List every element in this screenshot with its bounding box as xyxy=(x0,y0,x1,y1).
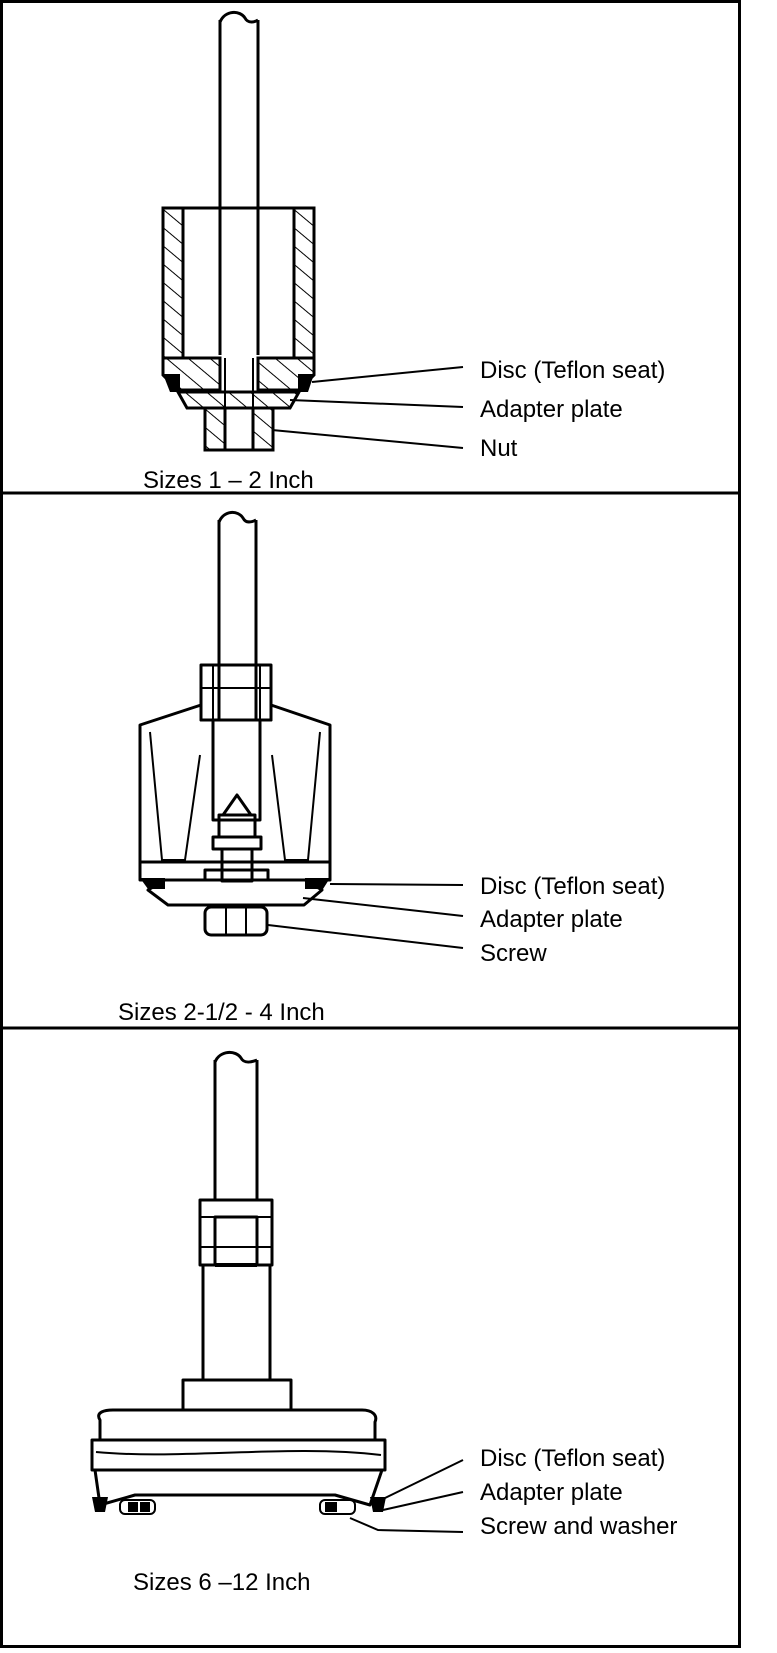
outer-border xyxy=(0,0,741,1648)
panel-3-callout-screw-and-washer: Screw and washer xyxy=(480,1513,677,1540)
panel-2-caption: Sizes 2-1/2 - 4 Inch xyxy=(118,999,325,1026)
panel-2-callout-disc: Disc (Teflon seat) xyxy=(480,873,665,900)
panel-2-drawing xyxy=(138,511,464,949)
panel-1-callout-nut: Nut xyxy=(480,435,518,462)
stem-1 xyxy=(218,20,260,355)
panel-1-callout-adapter-plate: Adapter plate xyxy=(480,396,623,423)
panel-3-drawing xyxy=(90,1051,464,1533)
panel-1-caption: Sizes 1 – 2 Inch xyxy=(143,467,314,494)
panel-2-callout-screw: Screw xyxy=(480,940,547,967)
panel-3-callout-disc: Disc (Teflon seat) xyxy=(480,1445,665,1472)
panel-1-drawing xyxy=(161,11,464,452)
panel-3-caption: Sizes 6 –12 Inch xyxy=(133,1569,310,1596)
panel-2-callout-adapter-plate: Adapter plate xyxy=(480,906,623,933)
panel-3-callout-adapter-plate: Adapter plate xyxy=(480,1479,623,1506)
panel-1-callout-disc: Disc (Teflon seat) xyxy=(480,357,665,384)
stem-break-1 xyxy=(218,11,259,24)
